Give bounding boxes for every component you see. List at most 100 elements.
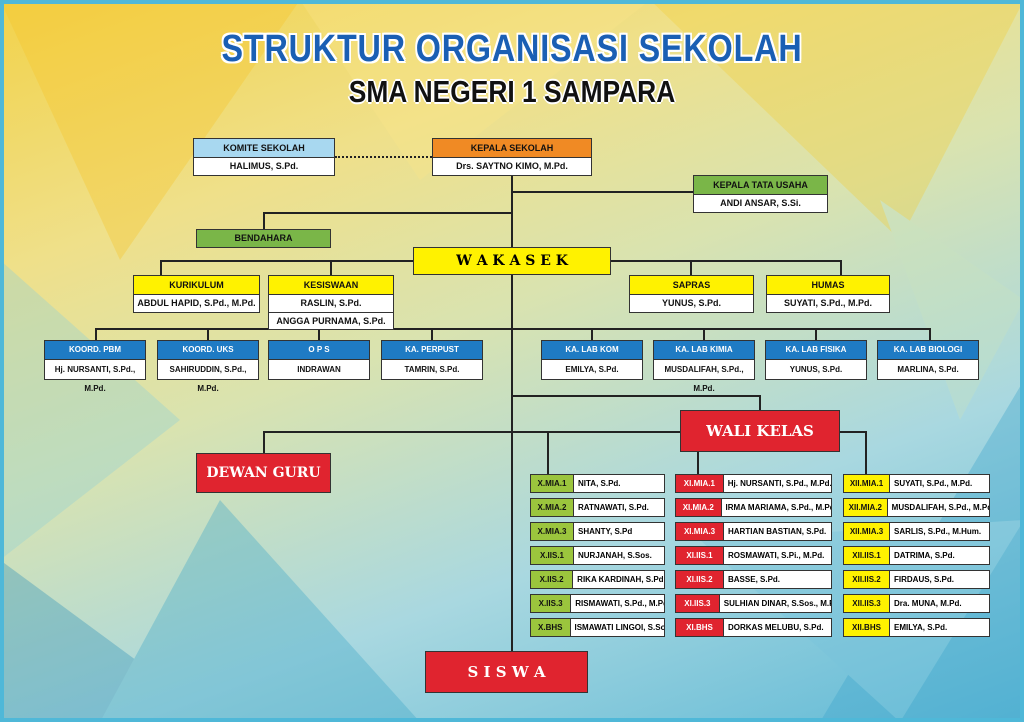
staff-name: INDRAWAN	[297, 365, 341, 374]
komite-name: HALIMUS, S.Pd.	[229, 161, 299, 171]
staff-name: Hj. NURSANTI, S.Pd., M.Pd.	[54, 365, 136, 393]
class-label: XII.MIA.2	[844, 499, 888, 516]
kepala-role: KEPALA SEKOLAH	[433, 139, 591, 158]
class-label: X.BHS	[531, 619, 571, 636]
staff-role: O P S	[269, 341, 369, 360]
wali-kelas-box: WALI KELAS	[680, 410, 840, 452]
homeroom-teacher: ISMAWATI LINGOI, S.Sos.	[574, 623, 665, 632]
staff-box: KA. LAB KIMIA MUSDALIFAH, S.Pd., M.Pd.	[653, 340, 755, 393]
staff-name: YUNUS, S.Pd.	[789, 365, 843, 374]
staff-box: O P S INDRAWAN	[268, 340, 370, 380]
class-label: XII.IIS.2	[844, 571, 890, 588]
staff-role: KA. LAB FISIKA	[766, 341, 866, 360]
kepala-sekolah-box: KEPALA SEKOLAH Drs. SAYTNO KIMO, M.Pd.	[432, 138, 592, 176]
class-label: X.MIA.2	[531, 499, 574, 516]
staff-box: KOORD. UKS SAHIRUDDIN, S.Pd., M.Pd.	[157, 340, 259, 393]
kesiswaan-name: RASLIN, S.Pd.	[300, 298, 362, 308]
kurikulum-name: ABDUL HAPID, S.Pd., M.Pd.	[137, 298, 256, 308]
humas-name: SUYATI, S.Pd., M.Pd.	[783, 298, 872, 308]
class-row: XI.MIA.3 HARTIAN BASTIAN, S.Pd.	[675, 522, 832, 541]
class-label: XI.BHS	[676, 619, 724, 636]
class-label: XI.MIA.3	[676, 523, 724, 540]
dewan-guru-box: DEWAN GURU	[196, 453, 331, 493]
class-label: XII.MIA.1	[844, 475, 890, 492]
class-label: XI.MIA.1	[676, 475, 724, 492]
homeroom-teacher: EMILYA, S.Pd.	[894, 623, 948, 632]
class-label: X.MIA.1	[531, 475, 574, 492]
tata-usaha-name: ANDI ANSAR, S.Si.	[720, 198, 801, 208]
staff-role: KA. LAB BIOLOGI	[878, 341, 978, 360]
homeroom-teacher: NURJANAH, S.Sos.	[578, 551, 652, 560]
staff-role: KA. LAB KIMIA	[654, 341, 754, 360]
homeroom-teacher: NITA, S.Pd.	[578, 479, 621, 488]
page-subtitle: SMA NEGERI 1 SAMPARA	[348, 74, 676, 109]
homeroom-teacher: SHANTY, S.Pd	[578, 527, 633, 536]
komite-role: KOMITE SEKOLAH	[194, 139, 334, 158]
staff-role: KOORD. UKS	[158, 341, 258, 360]
homeroom-teacher: RIKA KARDINAH, S.Pd.	[577, 575, 664, 584]
homeroom-teacher: DATRIMA, S.Pd.	[894, 551, 955, 560]
humas-role: HUMAS	[767, 276, 889, 295]
class-row: XI.IIS.1 ROSMAWATI, S.Pi., M.Pd.	[675, 546, 832, 565]
class-row: XII.MIA.1 SUYATI, S.Pd., M.Pd.	[843, 474, 990, 493]
homeroom-teacher: Dra. MUNA, M.Pd.	[894, 599, 962, 608]
class-row: XII.IIS.1 DATRIMA, S.Pd.	[843, 546, 990, 565]
homeroom-teacher: ROSMAWATI, S.Pi., M.Pd.	[728, 551, 825, 560]
staff-role: KA. PERPUST	[382, 341, 482, 360]
homeroom-teacher: SUYATI, S.Pd., M.Pd.	[894, 479, 973, 488]
kurikulum-role: KURIKULUM	[134, 276, 259, 295]
homeroom-teacher: SARLIS, S.Pd., M.Hum.	[894, 527, 982, 536]
class-label: XI.MIA.2	[676, 499, 722, 516]
kurikulum-box: KURIKULUM ABDUL HAPID, S.Pd., M.Pd.	[133, 275, 260, 313]
class-label: XII.IIS.3	[844, 595, 890, 612]
class-row: X.MIA.3 SHANTY, S.Pd	[530, 522, 665, 541]
class-row: XI.BHS DORKAS MELUBU, S.Pd.	[675, 618, 832, 637]
homeroom-teacher: BASSE, S.Pd.	[728, 575, 781, 584]
homeroom-teacher: MUSDALIFAH, S.Pd., M.Pd.	[891, 503, 989, 512]
bendahara-box: BENDAHARA	[196, 229, 331, 248]
staff-box: KA. PERPUST TAMRIN, S.Pd.	[381, 340, 483, 380]
class-label: XI.IIS.3	[676, 595, 720, 612]
sapras-name: YUNUS, S.Pd.	[661, 298, 721, 308]
homeroom-teacher: RATNAWATI, S.Pd.	[578, 503, 649, 512]
humas-box: HUMAS SUYATI, S.Pd., M.Pd.	[766, 275, 890, 313]
staff-name: SAHIRUDDIN, S.Pd., M.Pd.	[169, 365, 247, 393]
sapras-box: SAPRAS YUNUS, S.Pd.	[629, 275, 754, 313]
komite-sekolah-box: KOMITE SEKOLAH HALIMUS, S.Pd.	[193, 138, 335, 176]
kepala-name: Drs. SAYTNO KIMO, M.Pd.	[456, 161, 568, 171]
kepala-tata-usaha-box: KEPALA TATA USAHA ANDI ANSAR, S.Si.	[693, 175, 828, 213]
class-label: XI.IIS.1	[676, 547, 724, 564]
page-title: STRUKTUR ORGANISASI SEKOLAH	[221, 28, 803, 70]
homeroom-teacher: DORKAS MELUBU, S.Pd.	[728, 623, 824, 632]
class-row: X.MIA.2 RATNAWATI, S.Pd.	[530, 498, 665, 517]
kesiswaan-role: KESISWAAN	[269, 276, 393, 295]
class-label: X.IIS.2	[531, 571, 574, 588]
homeroom-teacher: HARTIAN BASTIAN, S.Pd.	[728, 527, 827, 536]
homeroom-teacher: RISMAWATI, S.Pd., M.Pd.	[575, 599, 664, 608]
homeroom-teacher: FIRDAUS, S.Pd.	[894, 575, 955, 584]
staff-box: KA. LAB FISIKA YUNUS, S.Pd.	[765, 340, 867, 380]
class-label: X.MIA.3	[531, 523, 574, 540]
staff-name: MUSDALIFAH, S.Pd., M.Pd.	[664, 365, 744, 393]
homeroom-teacher: SULHIAN DINAR, S.Sos., M.Pd.	[723, 599, 831, 608]
staff-role: KA. LAB KOM	[542, 341, 642, 360]
kesiswaan-name-2: ANGGA PURNAMA, S.Pd.	[269, 312, 393, 329]
class-row: XII.IIS.2 FIRDAUS, S.Pd.	[843, 570, 990, 589]
kesiswaan-box: KESISWAAN RASLIN, S.Pd. ANGGA PURNAMA, S…	[268, 275, 394, 330]
staff-name: EMILYA, S.Pd.	[565, 365, 619, 374]
wakasek-box: W A K A S E K	[413, 247, 611, 275]
class-label: XII.IIS.1	[844, 547, 890, 564]
sapras-role: SAPRAS	[630, 276, 753, 295]
staff-name: TAMRIN, S.Pd.	[404, 365, 460, 374]
